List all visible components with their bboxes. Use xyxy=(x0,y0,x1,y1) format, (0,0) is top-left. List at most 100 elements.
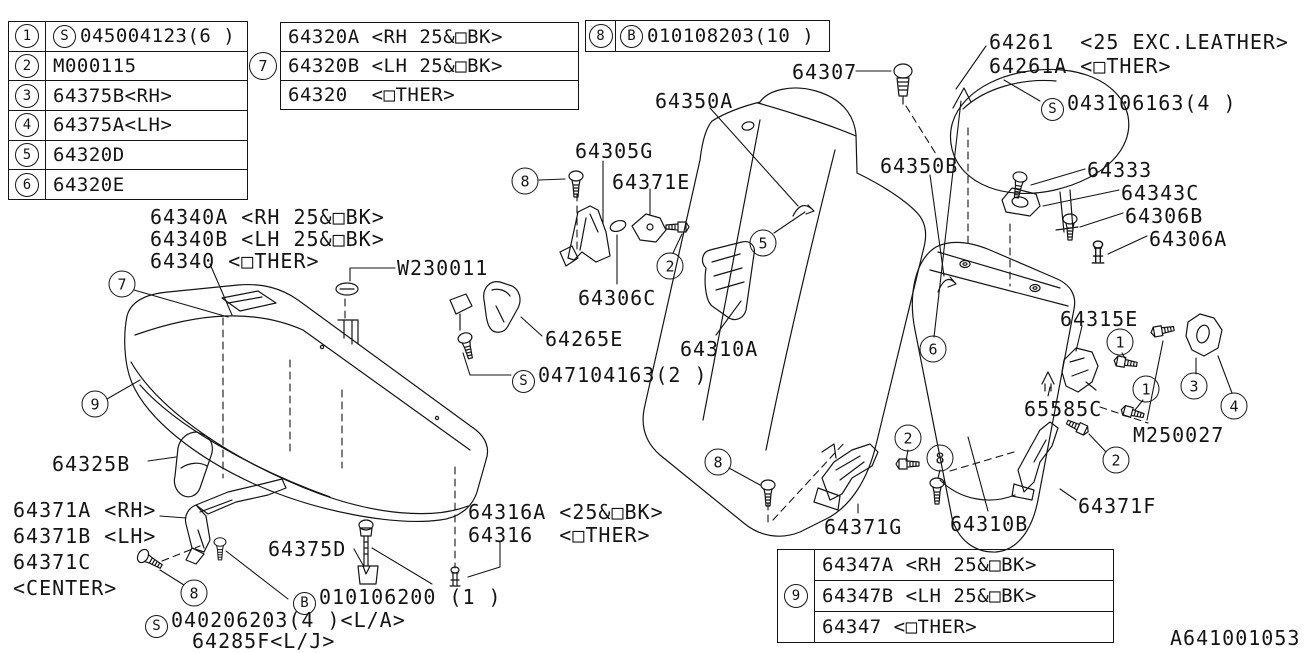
part-label-64350A[interactable]: 64350A xyxy=(655,89,734,113)
part-label-64371G[interactable]: 64371G xyxy=(824,515,903,539)
part-label-64306B[interactable]: 64306B xyxy=(1125,204,1204,228)
part-label-CENTER[interactable]: <CENTER> xyxy=(13,576,118,600)
legend-row[interactable]: 3 64375B<RH> xyxy=(9,81,247,112)
part-label-64340[interactable]: 64340 <□THER> xyxy=(150,249,320,273)
b-prefix-icon: B xyxy=(293,591,316,615)
part-label-64285F[interactable]: 64285F<L/J> xyxy=(192,629,336,653)
part-label-64310B[interactable]: 64310B xyxy=(950,512,1029,536)
hook-64265E xyxy=(449,281,521,333)
part-number: 64320E xyxy=(53,173,125,196)
part-label-64371C[interactable]: 64371C xyxy=(13,550,92,574)
legend-row[interactable]: 64320B <LH 25&□BK> xyxy=(281,52,578,81)
bracket-64371G xyxy=(813,443,879,511)
callout-8[interactable]: 8 xyxy=(511,167,539,195)
part-label-64306C[interactable]: 64306C xyxy=(578,286,657,310)
part-label-64371A[interactable]: 64371A <RH> xyxy=(13,498,157,522)
part-label-64340B[interactable]: 64340B <LH 25&□BK> xyxy=(150,227,385,251)
part-label-64305G[interactable]: 64305G xyxy=(575,139,654,163)
pushpin-icon xyxy=(893,63,913,105)
callout-4: 4 xyxy=(15,113,39,138)
part-label-64306A[interactable]: 64306A xyxy=(1149,227,1228,251)
seat-back-frame-drawing xyxy=(911,87,1076,553)
part-label-64343C[interactable]: 64343C xyxy=(1121,181,1200,205)
bolt-icon xyxy=(1119,404,1146,422)
part-label-64333[interactable]: 64333 xyxy=(1087,158,1153,182)
part-label-65585C[interactable]: 65585C xyxy=(1024,397,1103,421)
s-prefix-icon: S xyxy=(512,369,535,393)
part-label-64371E[interactable]: 64371E xyxy=(612,170,691,194)
part-label-64261A[interactable]: 64261A <□THER> xyxy=(989,54,1172,78)
seat-cushion-drawing xyxy=(124,283,489,522)
part-label-64375D[interactable]: 64375D xyxy=(268,537,347,561)
legend-row[interactable]: 2 M000115 xyxy=(9,51,247,82)
legend-row[interactable]: 4 64375A<LH> xyxy=(9,111,247,141)
callout-5[interactable]: 5 xyxy=(749,229,777,257)
callout-4[interactable]: 4 xyxy=(1220,392,1248,420)
part-label-64307[interactable]: 64307 xyxy=(792,60,858,84)
latch-64315E xyxy=(1061,347,1099,393)
part-label-64371F[interactable]: 64371F xyxy=(1078,494,1157,518)
legend-row[interactable]: 6 64320E xyxy=(9,170,247,200)
part-number: 64347 <□THER> xyxy=(822,616,978,638)
legend-row[interactable]: 64320 <□THER> xyxy=(281,81,578,109)
part-number: 64320D xyxy=(53,144,125,167)
legend-row[interactable]: 64320A <RH 25&□BK> xyxy=(281,23,578,52)
callout-2[interactable]: 2 xyxy=(1102,446,1130,474)
part-label-64316A[interactable]: 64316A <25&□BK> xyxy=(468,500,664,524)
stud-icon xyxy=(449,566,461,587)
screw-icon xyxy=(1008,170,1029,200)
screw-icon xyxy=(134,546,166,574)
callout-2[interactable]: 2 xyxy=(894,424,922,452)
callout-8[interactable]: 8 xyxy=(926,444,954,472)
pad-64325B xyxy=(173,431,213,498)
part-label-64261[interactable]: 64261 <25 EXC.LEATHER> xyxy=(989,30,1289,54)
dashed-lines xyxy=(161,105,1149,569)
screw-icon xyxy=(213,537,227,561)
callout-9: 9 xyxy=(784,584,808,608)
part-label-64340A[interactable]: 64340A <RH 25&□BK> xyxy=(150,205,385,229)
legend-row[interactable]: 64347B <LH 25&□BK> xyxy=(815,581,1113,612)
part-number: 64375A<LH> xyxy=(53,114,173,137)
plate-64343C xyxy=(1001,187,1041,217)
callout-9[interactable]: 9 xyxy=(81,390,109,418)
part-label-W230011[interactable]: W230011 xyxy=(397,256,489,280)
part-label-64310A[interactable]: 64310A xyxy=(680,337,759,361)
part-number: 64347A <RH 25&□BK> xyxy=(822,554,1037,576)
legend-table-7: 7 64320A <RH 25&□BK> 64320B <LH 25&□BK> … xyxy=(246,22,579,110)
callout-2[interactable]: 2 xyxy=(656,252,684,280)
part-label-64325B[interactable]: 64325B xyxy=(52,452,131,476)
callout-6[interactable]: 6 xyxy=(919,335,947,363)
callout-3[interactable]: 3 xyxy=(1180,372,1208,400)
callout-1[interactable]: 1 xyxy=(1106,328,1134,356)
callout-8[interactable]: 8 xyxy=(180,579,208,607)
part-label-64316[interactable]: 64316 <□THER> xyxy=(468,523,651,547)
legend-row[interactable]: 64347 <□THER> xyxy=(815,612,1113,642)
callout-1[interactable]: 1 xyxy=(1132,375,1160,403)
part-label-64371B[interactable]: 64371B <LH> xyxy=(13,524,157,548)
s-prefix-icon: S xyxy=(1041,97,1064,121)
clip-65585C xyxy=(1041,371,1055,392)
part-label-M250027[interactable]: M250027 xyxy=(1133,423,1225,447)
seat-back-drawing xyxy=(642,87,927,537)
legend-row[interactable]: 64347A <RH 25&□BK> xyxy=(815,550,1113,581)
grommet-W230011 xyxy=(335,282,359,345)
s-prefix-icon: S xyxy=(145,614,168,638)
callout-8[interactable]: 8 xyxy=(704,448,732,476)
part-label-64350B[interactable]: 64350B xyxy=(880,154,959,178)
callout-7[interactable]: 7 xyxy=(108,270,136,298)
part-label-64265E[interactable]: 64265E xyxy=(545,327,624,351)
legend-row[interactable]: 5 64320D xyxy=(9,140,247,171)
stud-icon xyxy=(1091,240,1105,264)
legend-table-9: 9 64347A <RH 25&□BK> 64347B <LH 25&□BK> … xyxy=(777,549,1114,643)
bracket-64371E xyxy=(631,213,667,243)
part-label-64315E[interactable]: 64315E xyxy=(1060,307,1139,331)
